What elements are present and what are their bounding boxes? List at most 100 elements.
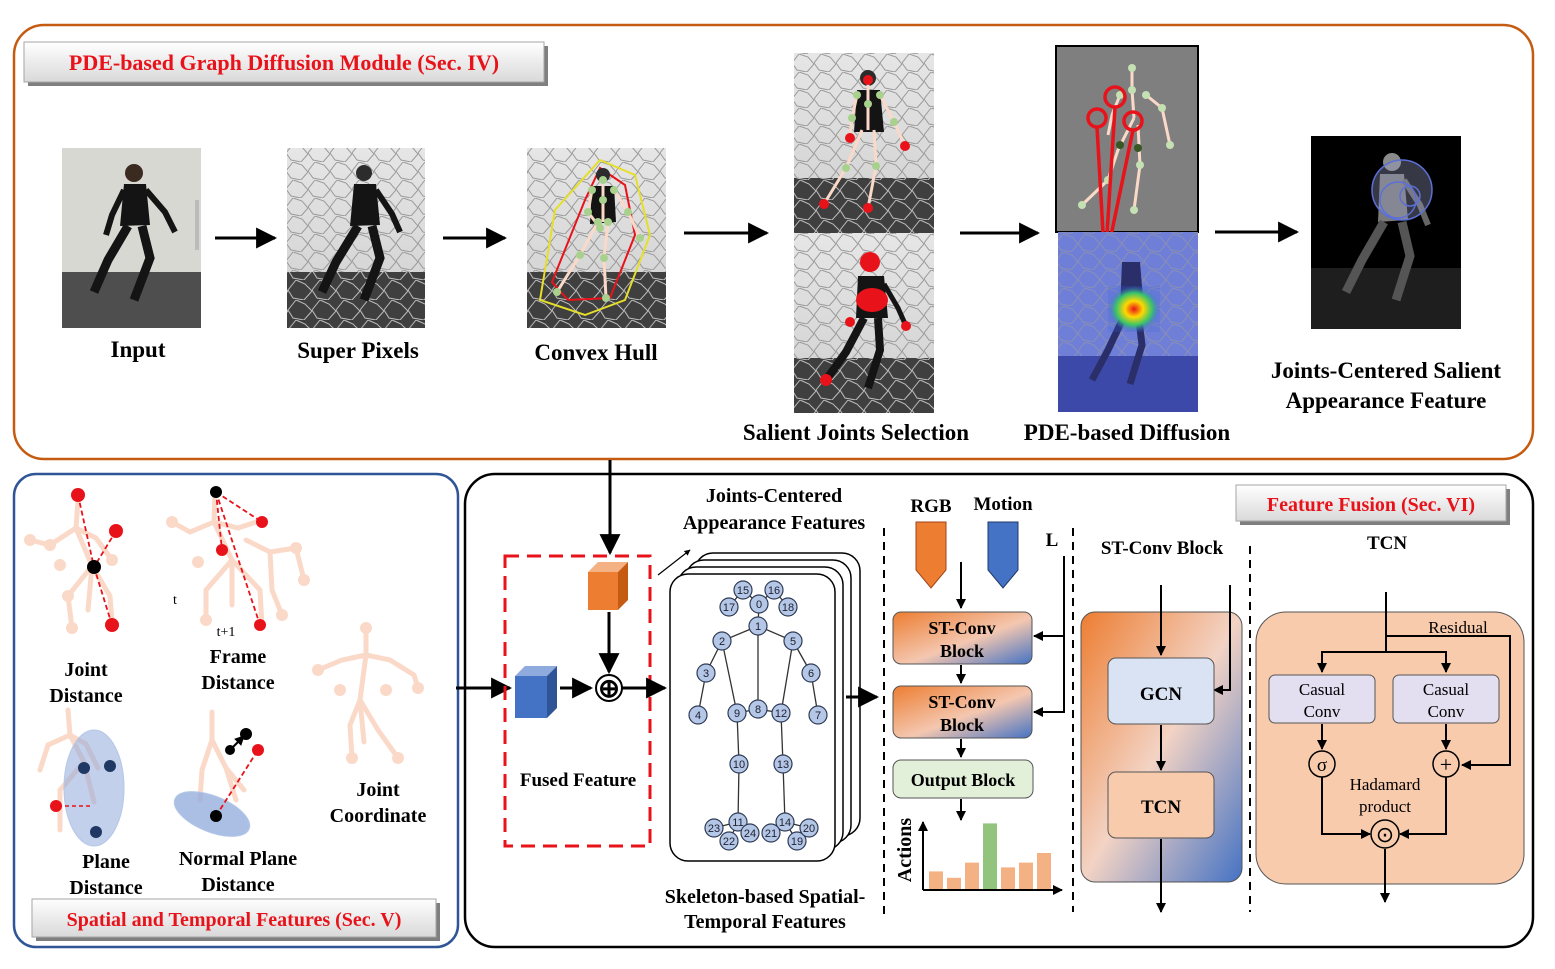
skeleton-node-6: 6 bbox=[801, 663, 821, 683]
skeleton-node-2: 2 bbox=[712, 631, 732, 651]
action-bar bbox=[947, 877, 961, 889]
stconv1-label-1: ST-Conv bbox=[928, 618, 995, 638]
feature-fusion-border bbox=[463, 472, 1535, 949]
skeleton-node-9: 9 bbox=[727, 703, 747, 723]
pde-diffusion-skeleton-image bbox=[1055, 45, 1199, 268]
plane-distance-sketch bbox=[37, 707, 125, 847]
arrow-cube-to-jcaf bbox=[657, 549, 691, 576]
skeleton-node-20: 20 bbox=[799, 818, 819, 838]
skeleton-cube bbox=[515, 666, 557, 718]
joint-coordinate-label-2: Coordinate bbox=[330, 805, 427, 827]
action-bar bbox=[965, 862, 979, 889]
skeleton-node-18: 18 bbox=[778, 597, 798, 617]
residual-label: Residual bbox=[1428, 618, 1488, 637]
skeleton-edge bbox=[737, 763, 740, 823]
fused-feature-label: Fused Feature bbox=[520, 770, 636, 791]
svg-text:13: 13 bbox=[777, 759, 789, 771]
hadamard-glyph: ⊙ bbox=[1376, 822, 1394, 847]
skeleton-node-3: 3 bbox=[696, 663, 716, 683]
svg-text:8: 8 bbox=[755, 704, 761, 716]
joint-coordinate-label-1: Joint bbox=[356, 779, 400, 801]
svg-text:5: 5 bbox=[790, 636, 796, 648]
time-t-label: t bbox=[173, 593, 177, 608]
normal-plane-label-2: Distance bbox=[201, 874, 274, 896]
svg-text:15: 15 bbox=[737, 585, 749, 597]
svg-text:12: 12 bbox=[775, 708, 787, 720]
svg-text:23: 23 bbox=[708, 823, 720, 835]
normal-plane-label-1: Normal Plane bbox=[179, 848, 297, 870]
skeleton-st-label-1: Skeleton-based Spatial- bbox=[665, 886, 866, 908]
spatial-temporal-border bbox=[12, 472, 460, 949]
skeleton-node-16: 16 bbox=[764, 580, 784, 600]
tcn-block: TCN bbox=[1107, 771, 1215, 839]
skeleton-node-24: 24 bbox=[740, 823, 760, 843]
fusion-title-text: Feature Fusion (Sec. VI) bbox=[1267, 494, 1475, 516]
action-bar bbox=[1037, 853, 1051, 889]
joint-distance-label-1: Joint bbox=[64, 659, 108, 681]
hadamard-icon bbox=[1370, 819, 1400, 849]
arrow-plus-to-hadamard bbox=[1399, 777, 1447, 839]
action-bar bbox=[1019, 862, 1033, 889]
layer-count-label: L bbox=[1046, 530, 1059, 551]
superpixels-image bbox=[287, 148, 425, 328]
svg-text:21: 21 bbox=[765, 828, 777, 840]
skeleton-node-10: 10 bbox=[729, 754, 749, 774]
hadamard-label-2: product bbox=[1359, 797, 1411, 816]
motion-label: Motion bbox=[973, 494, 1033, 515]
stconv-detail-header: ST-Conv Block bbox=[1101, 538, 1224, 559]
stconv-block-2: ST-Conv Block bbox=[892, 685, 1033, 739]
casual-conv-left: Casual Conv bbox=[1268, 674, 1376, 724]
fused-feature-box bbox=[503, 554, 652, 848]
joint-distance-label-2: Distance bbox=[49, 685, 122, 707]
arrow-L-to-stconv2 bbox=[1033, 556, 1065, 717]
svg-text:2: 2 bbox=[719, 636, 725, 648]
tcn-detail-header: TCN bbox=[1367, 533, 1407, 554]
svg-text:20: 20 bbox=[803, 823, 815, 835]
svg-text:24: 24 bbox=[744, 828, 756, 840]
action-bar bbox=[929, 871, 943, 889]
pde-module-title: PDE-based Graph Diffusion Module (Sec. I… bbox=[23, 41, 548, 86]
skeleton-node-4: 4 bbox=[688, 705, 708, 725]
input-label: Input bbox=[111, 337, 166, 362]
skeleton-node-19: 19 bbox=[787, 831, 807, 851]
arrow-to-casual-right bbox=[1386, 651, 1451, 673]
skeleton-st-label-2: Temporal Features bbox=[684, 911, 846, 933]
pde-diffusion-heatmap-image bbox=[1058, 232, 1198, 412]
skeleton-node-12: 12 bbox=[771, 703, 791, 723]
arrow-side-into-gcn bbox=[1213, 585, 1231, 695]
salient-appearance-label-2: Appearance Feature bbox=[1286, 388, 1487, 413]
pde-diffusion-label: PDE-based Diffusion bbox=[1024, 420, 1231, 445]
casual-right-label-1: Casual bbox=[1423, 680, 1470, 699]
frame-distance-label-1: Frame bbox=[210, 646, 267, 668]
svg-text:14: 14 bbox=[779, 817, 791, 829]
skeleton-node-22: 22 bbox=[719, 831, 739, 851]
skeleton-edge bbox=[782, 763, 786, 823]
frame-distance-sketch bbox=[166, 486, 310, 631]
rgb-label: RGB bbox=[910, 496, 952, 517]
svg-text:10: 10 bbox=[733, 759, 745, 771]
skeleton-node-14: 14 bbox=[775, 812, 795, 832]
skeleton-node-7: 7 bbox=[808, 705, 828, 725]
spatial-temporal-title: Spatial and Temporal Features (Sec. V) bbox=[31, 898, 440, 941]
salient-joints-label: Salient Joints Selection bbox=[743, 420, 969, 445]
convex-hull-image bbox=[527, 148, 666, 328]
joint-coordinate-sketch bbox=[312, 622, 424, 764]
rgb-stream-icon bbox=[915, 521, 947, 589]
actions-chart bbox=[918, 821, 1063, 895]
plus-glyph: + bbox=[1440, 752, 1452, 777]
gcn-label: GCN bbox=[1140, 684, 1183, 705]
svg-text:19: 19 bbox=[791, 836, 803, 848]
salient-joints-image-bottom bbox=[794, 233, 934, 413]
skeleton-node-0: 0 bbox=[749, 594, 769, 614]
svg-text:17: 17 bbox=[723, 602, 735, 614]
appearance-cube bbox=[588, 562, 628, 610]
gcn-block: GCN bbox=[1107, 657, 1215, 725]
convex-hull-label: Convex Hull bbox=[534, 340, 657, 365]
stconv2-label-1: ST-Conv bbox=[928, 692, 995, 712]
skeleton-node-21: 21 bbox=[761, 823, 781, 843]
pde-title-text: PDE-based Graph Diffusion Module (Sec. I… bbox=[69, 50, 499, 75]
skeleton-node-13: 13 bbox=[773, 754, 793, 774]
salient-appearance-feature-image bbox=[1311, 136, 1461, 329]
normal-plane-distance-sketch bbox=[173, 709, 264, 837]
